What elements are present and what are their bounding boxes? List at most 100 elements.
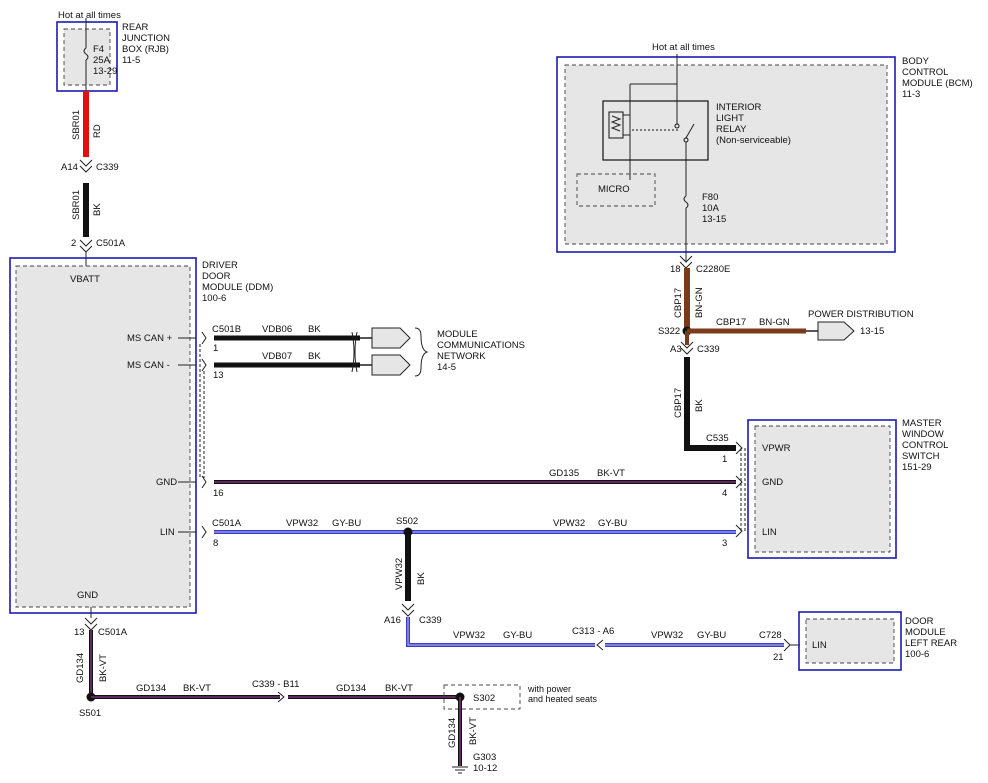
body-control-module: Hot at all times BODY CONTROL MODULE (BC… bbox=[556, 42, 973, 262]
wire-sbr01-rd-circuit: SBR01 bbox=[71, 110, 82, 140]
wire-cbp17-bn-gn: CBP17 BN-GN bbox=[673, 268, 705, 330]
c2280e-name: C2280E bbox=[696, 264, 730, 275]
bcm-name-3: MODULE (BCM) bbox=[902, 78, 973, 89]
mwcs-border bbox=[747, 419, 897, 559]
driver-door-module: DRIVER DOOR MODULE (DDM) 100-6 VBATT MS … bbox=[9, 257, 273, 614]
c501a-top-name: C501A bbox=[96, 238, 126, 249]
dmlr-lin: LIN bbox=[812, 640, 827, 651]
lin-left-circuit: VPW32 bbox=[286, 518, 318, 529]
s302-note-1: with power bbox=[527, 684, 571, 694]
lin-right-circuit: VPW32 bbox=[553, 518, 585, 529]
ground-run-color-2: BK-VT bbox=[385, 683, 413, 694]
connector-c2280e: 18 C2280E bbox=[670, 255, 730, 275]
rjb-name-4: 11-5 bbox=[122, 55, 140, 66]
wire-sbr01-bk-color: BK bbox=[92, 203, 103, 216]
fuse-f80-icon bbox=[683, 195, 689, 209]
c339-b11-name: C339 - B11 bbox=[252, 679, 299, 690]
ground-g303: G303 10-12 bbox=[452, 752, 497, 774]
wire-sbr01-bk-circuit: SBR01 bbox=[71, 190, 82, 220]
gd135-circuit: GD135 bbox=[549, 468, 579, 479]
relay-name-3: RELAY bbox=[716, 124, 747, 135]
s501-name: S501 bbox=[79, 708, 101, 719]
c313-name: C313 - A6 bbox=[572, 626, 614, 637]
bcm-name-1: BODY bbox=[902, 56, 930, 67]
mwcs-lin: LIN bbox=[762, 527, 777, 538]
mwcs-name-3: CONTROL bbox=[902, 440, 948, 451]
cbp17-top-circuit: CBP17 bbox=[673, 288, 684, 318]
wire-cbp17-power-distribution: CBP17 BN-GN POWER DISTRIBUTION 13-15 bbox=[687, 309, 914, 341]
gd135-pin: 16 bbox=[213, 488, 224, 499]
fuse-f4-name: F4 bbox=[93, 44, 104, 55]
gd135-color: BK-VT bbox=[597, 468, 625, 479]
relay-name-4: (Non-serviceable) bbox=[716, 135, 791, 146]
c535-pin-gnd: 4 bbox=[722, 488, 727, 499]
interior-light-relay bbox=[602, 100, 709, 161]
mwcs-gnd: GND bbox=[762, 477, 783, 488]
twisted-pair-icon bbox=[351, 331, 355, 373]
splice-s302: S302 with power and heated seats bbox=[443, 684, 598, 710]
rjb-name-2: JUNCTION bbox=[122, 33, 170, 44]
c501a-top-pin: 2 bbox=[71, 238, 76, 249]
ddm-name-1: DRIVER bbox=[202, 260, 238, 271]
can-minus-connector-arrow bbox=[371, 354, 411, 376]
relay-name-2: LIGHT bbox=[716, 113, 744, 124]
ddm-lin-label: LIN bbox=[160, 527, 175, 538]
fuse-f4-icon bbox=[83, 47, 89, 61]
connector-c501a-top: 2 C501A bbox=[71, 238, 126, 266]
vpw32-down-circuit: VPW32 bbox=[394, 558, 405, 590]
mcn-line-1: MODULE bbox=[437, 329, 478, 340]
fuse-f80-ref: 13-15 bbox=[702, 214, 726, 225]
c339-low-pin: A16 bbox=[384, 615, 401, 626]
micro-label: MICRO bbox=[598, 184, 630, 195]
dmlr-inner bbox=[805, 618, 895, 664]
g303-name: G303 bbox=[473, 752, 496, 763]
ddm-gnd-label: GND bbox=[156, 477, 177, 488]
micro-block bbox=[576, 173, 656, 207]
mcn-line-4: 14-5 bbox=[437, 362, 456, 373]
s302-name: S302 bbox=[473, 693, 495, 704]
relay-name-1: INTERIOR bbox=[716, 102, 762, 113]
lower-lin-left-color: GY-BU bbox=[503, 630, 532, 641]
c535-pin-vpwr: 1 bbox=[722, 454, 727, 465]
c339-mid-pin: A3 bbox=[670, 344, 682, 355]
mcn-line-3: NETWORK bbox=[437, 351, 486, 362]
lower-lin-wire: VPW32 GY-BU C313 - A6 VPW32 GY-BU C728 2… bbox=[406, 617, 800, 663]
lower-lin-left-circuit: VPW32 bbox=[453, 630, 485, 641]
lin-left-color: GY-BU bbox=[332, 518, 361, 529]
c339-top-pin: A14 bbox=[61, 162, 78, 173]
can-minus-pin: 13 bbox=[213, 370, 224, 381]
can-plus-circuit: VDB06 bbox=[262, 324, 292, 335]
lin-right-color: GY-BU bbox=[598, 518, 627, 529]
ground-run-circuit-1: GD134 bbox=[136, 683, 166, 694]
dmlr-name-1: DOOR bbox=[905, 616, 934, 627]
mwcs-name-5: 151-29 bbox=[902, 462, 932, 473]
ddm-gnd-bottom-label: GND bbox=[77, 590, 98, 601]
mwcs-inner bbox=[754, 425, 891, 553]
c339-b11-arrow-icon bbox=[277, 691, 285, 703]
c501b-name: C501B bbox=[212, 324, 241, 335]
master-window-control-switch: VPWR GND LIN MASTER WINDOW CONTROL SWITC… bbox=[747, 418, 948, 559]
rjb-hot-label: Hot at all times bbox=[58, 10, 121, 21]
cbp17-right-circuit: CBP17 bbox=[716, 317, 746, 328]
wire-gd134-ground: GD134 BK-VT bbox=[447, 697, 479, 766]
door-module-left-rear: LIN DOOR MODULE LEFT REAR 100-6 bbox=[798, 611, 957, 671]
c728-pin: 21 bbox=[773, 652, 784, 663]
can-plus-color: BK bbox=[308, 324, 321, 335]
vpw32-down-color: BK bbox=[416, 572, 427, 585]
can-wires: C501B 1 13 VDB06 BK VDB07 BK MODULE COMM… bbox=[199, 324, 525, 478]
can-plus-pin: 1 bbox=[213, 343, 218, 354]
connector-c501a-bottom: 13 C501A bbox=[74, 607, 128, 638]
power-dist-ref: 13-15 bbox=[860, 326, 884, 337]
c313-arrow-icon bbox=[596, 639, 604, 651]
c535-pin-lin: 3 bbox=[722, 538, 727, 549]
dmlr-name-3: LEFT REAR bbox=[905, 638, 957, 649]
mwcs-name-4: SWITCH bbox=[902, 451, 940, 462]
fuse-f4-ref: 13-29 bbox=[93, 66, 117, 77]
mcn-line-2: COMMUNICATIONS bbox=[437, 340, 525, 351]
s502-name: S502 bbox=[396, 516, 418, 527]
relay-coil-icon bbox=[608, 111, 624, 139]
rjb-inner bbox=[63, 28, 111, 86]
fuse-f4-rating: 25A bbox=[93, 55, 111, 66]
s302-note-2: and heated seats bbox=[528, 694, 598, 704]
c339-mid-name: C339 bbox=[697, 344, 720, 355]
